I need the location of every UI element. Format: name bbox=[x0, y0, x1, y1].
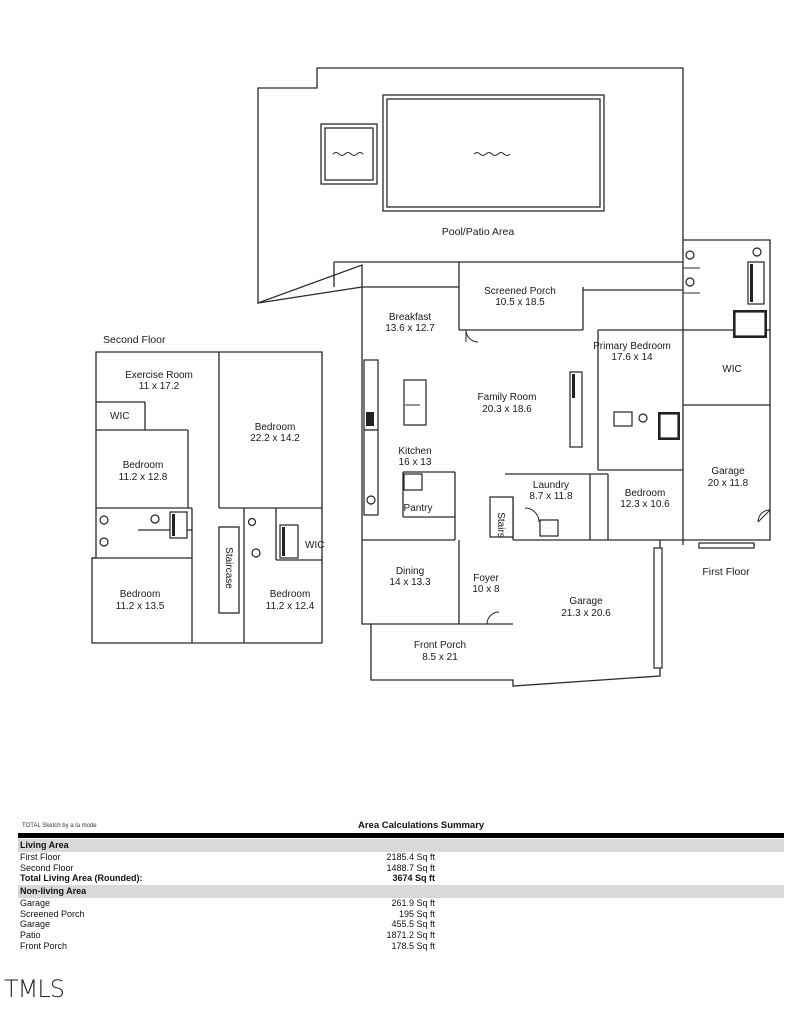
front-porch-dims: 8.5 x 21 bbox=[422, 652, 458, 663]
row-label: Front Porch bbox=[20, 940, 68, 951]
row-value: 261.9 Sq ft bbox=[391, 898, 435, 909]
bedroom-b-name: Bedroom bbox=[120, 589, 161, 600]
summary-header: TOTAL Sketch by a la mode Area Calculati… bbox=[18, 818, 784, 832]
row-label: Garage bbox=[20, 919, 51, 930]
bedroom-a-dims: 11.2 x 12.8 bbox=[119, 472, 168, 483]
stairs-label: Stairs bbox=[495, 512, 506, 538]
sketch-credit: TOTAL Sketch by a la mode bbox=[22, 823, 97, 829]
pool-patio-area: Pool/Patio Area bbox=[257, 67, 684, 304]
row-value: 1488.7 Sq ft bbox=[386, 862, 435, 873]
row-value: 1871.2 Sq ft bbox=[386, 930, 435, 941]
row-label: Garage bbox=[20, 898, 51, 909]
pool-water-icon bbox=[473, 152, 511, 156]
staircase-label: Staircase bbox=[223, 547, 234, 589]
row-value: 3674 Sq ft bbox=[392, 873, 435, 884]
first-floor-plan: Screened Porch 10.5 x 18.5 Breakfast 13.… bbox=[361, 239, 771, 687]
living-area-heading: Living Area bbox=[18, 839, 784, 852]
pantry-label: Pantry bbox=[404, 503, 433, 514]
floor-plan: Pool/Patio Area Second Floor Exercise Ro… bbox=[91, 67, 771, 687]
pool-patio-label: Pool/Patio Area bbox=[442, 226, 515, 238]
kitchen-name: Kitchen bbox=[398, 446, 431, 457]
garage-small-dims: 20 x 11.8 bbox=[708, 478, 749, 489]
row-value: 2185.4 Sq ft bbox=[386, 852, 435, 862]
row-value: 455.5 Sq ft bbox=[391, 919, 435, 930]
nonliving-row: Patio 1871.2 Sq ft bbox=[18, 930, 784, 941]
exercise-room-dims: 11 x 17.2 bbox=[139, 381, 180, 392]
total-living-row: Total Living Area (Rounded): 3674 Sq ft bbox=[18, 873, 784, 884]
living-row: Second Floor 1488.7 Sq ft bbox=[18, 863, 784, 874]
garage-large-dims: 21.3 x 20.6 bbox=[561, 608, 611, 619]
kitchen-counter bbox=[363, 359, 427, 516]
row-value: 178.5 Sq ft bbox=[391, 940, 435, 951]
screened-porch-name: Screened Porch bbox=[484, 286, 556, 297]
primary-bedroom-name: Primary Bedroom bbox=[593, 341, 671, 352]
first-floor-heading: First Floor bbox=[702, 566, 750, 578]
bedroom-a-name: Bedroom bbox=[123, 460, 164, 471]
nonliving-row: Garage 261.9 Sq ft bbox=[18, 898, 784, 909]
laundry-dims: 8.7 x 11.8 bbox=[529, 491, 573, 502]
exercise-room-name: Exercise Room bbox=[125, 370, 193, 381]
dining-dims: 14 x 13.3 bbox=[389, 577, 431, 588]
first-floor-bedroom-name: Bedroom bbox=[625, 488, 666, 499]
row-label: Screened Porch bbox=[20, 908, 85, 919]
primary-bedroom-dims: 17.6 x 14 bbox=[611, 352, 653, 363]
second-floor-plan: Second Floor Exercise Room 11 x 17.2 WIC… bbox=[91, 334, 324, 644]
row-value: 195 Sq ft bbox=[398, 908, 435, 919]
bedroom-c-name: Bedroom bbox=[270, 589, 311, 600]
bedroom-b-dims: 11.2 x 13.5 bbox=[116, 601, 165, 612]
nonliving-row: Front Porch 178.5 Sq ft bbox=[18, 941, 784, 952]
laundry-name: Laundry bbox=[533, 480, 569, 491]
first-floor-wic-label: WIC bbox=[722, 364, 741, 375]
second-floor-heading: Second Floor bbox=[103, 334, 166, 346]
hot-tub bbox=[320, 123, 378, 185]
second-floor-wic2-label: WIC bbox=[305, 540, 324, 551]
row-label: Patio bbox=[20, 930, 41, 941]
foyer-dims: 10 x 8 bbox=[472, 584, 500, 595]
garage-small-name: Garage bbox=[711, 466, 745, 477]
kitchen-dims: 16 x 13 bbox=[399, 457, 432, 468]
bedroom-c-dims: 11.2 x 12.4 bbox=[266, 601, 315, 612]
summary-title: Area Calculations Summary bbox=[358, 820, 485, 831]
screened-porch-dims: 10.5 x 18.5 bbox=[495, 297, 545, 308]
row-label: Total Living Area (Rounded): bbox=[20, 873, 143, 884]
breakfast-name: Breakfast bbox=[389, 312, 431, 323]
area-summary-table: TOTAL Sketch by a la mode Area Calculati… bbox=[18, 818, 784, 952]
nonliving-row: Screened Porch 195 Sq ft bbox=[18, 909, 784, 920]
first-floor-bedroom-dims: 12.3 x 10.6 bbox=[620, 499, 670, 510]
living-row: First Floor 2185.4 Sq ft bbox=[18, 852, 784, 863]
garage-large-name: Garage bbox=[569, 596, 603, 607]
nonliving-row: Garage 455.5 Sq ft bbox=[18, 919, 784, 930]
bedroom-large-name: Bedroom bbox=[255, 422, 296, 433]
foyer-name: Foyer bbox=[473, 573, 499, 584]
row-label: Second Floor bbox=[20, 862, 74, 873]
breakfast-dims: 13.6 x 12.7 bbox=[385, 323, 435, 334]
bedroom-large-dims: 22.2 x 14.2 bbox=[250, 433, 300, 444]
mls-logo: TMLS bbox=[4, 975, 65, 1003]
family-room-dims: 20.3 x 18.6 bbox=[482, 404, 532, 415]
summary-divider bbox=[18, 833, 784, 838]
dining-name: Dining bbox=[396, 566, 424, 577]
second-floor-wic-label: WIC bbox=[110, 411, 129, 422]
family-room-name: Family Room bbox=[478, 392, 537, 403]
nonliving-area-heading: Non-living Area bbox=[18, 885, 784, 899]
front-porch-name: Front Porch bbox=[414, 640, 466, 651]
row-label: First Floor bbox=[20, 852, 61, 862]
